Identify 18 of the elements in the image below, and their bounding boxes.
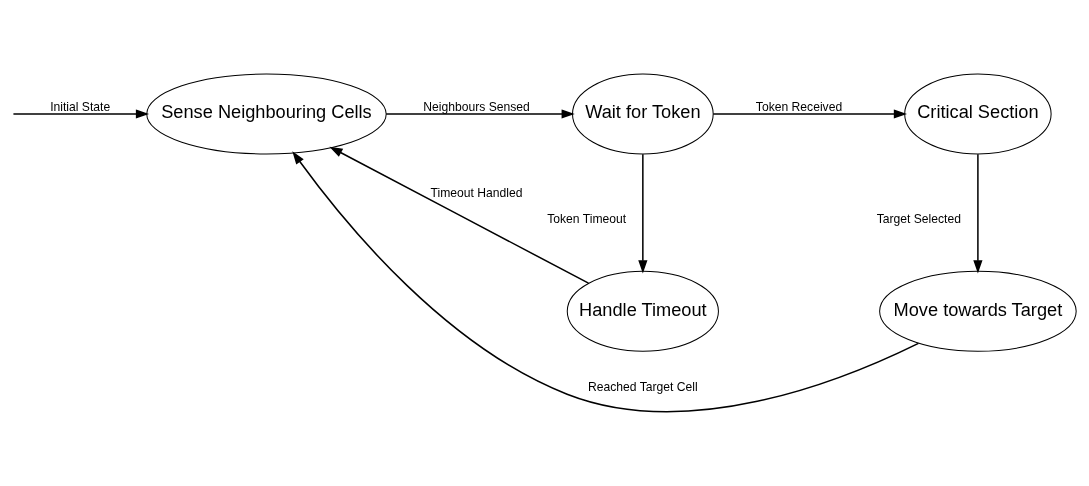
arrow [712, 109, 907, 119]
edge-label: Neighbours Sensed [423, 99, 530, 114]
arrow [638, 153, 648, 274]
arrow [329, 146, 590, 284]
node-ellipse: Wait for Token [572, 73, 714, 155]
arrow [385, 109, 575, 119]
arrow [12, 109, 150, 119]
edge-label: Reached Target Cell [588, 379, 698, 394]
node-ellipse: Move towards Target [879, 270, 1077, 352]
arrow [973, 153, 983, 274]
edge-label: Timeout Handled [430, 185, 523, 200]
edge-label: Initial State [50, 99, 111, 114]
node-ellipse: Handle Timeout [566, 270, 719, 352]
arrow [292, 151, 920, 413]
edge-label: Token Timeout [547, 212, 627, 227]
edge-label: Token Received [755, 99, 843, 114]
edge-label: Target Selected [876, 212, 961, 227]
node-ellipse: Critical Section [904, 73, 1052, 155]
